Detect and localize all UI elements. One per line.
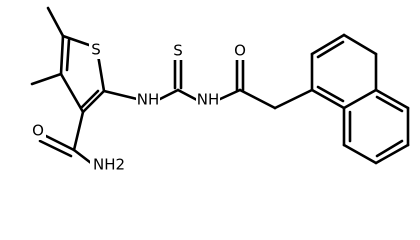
atom-label: S (173, 42, 183, 60)
methyl-groups (30, 6, 65, 86)
bond (316, 85, 345, 103)
atom-amide-nh2: NH2 (90, 156, 128, 174)
label-background (233, 42, 248, 60)
bond (375, 95, 404, 113)
bond (96, 53, 106, 93)
label-background (196, 91, 220, 109)
bond (72, 110, 85, 152)
atom-label: O (32, 122, 44, 140)
bond (81, 89, 106, 114)
bond (342, 33, 378, 56)
atom-nh-right: NH (196, 91, 220, 109)
bond (176, 88, 199, 102)
label-background (171, 42, 185, 60)
atom-label: NH2 (93, 156, 125, 174)
bond (374, 88, 410, 110)
bond (42, 133, 76, 152)
bond (46, 6, 65, 38)
label-background (89, 41, 103, 59)
bond (310, 33, 346, 56)
acetyl-linker (216, 58, 314, 110)
atom-oxygen-amide: O (31, 122, 46, 140)
bond (375, 139, 404, 158)
bond (273, 88, 314, 110)
bond (59, 34, 65, 76)
bond (342, 88, 378, 110)
atom-labels: S NH S NH O O NH2 (31, 41, 248, 174)
label-background (31, 122, 46, 140)
bond (80, 89, 100, 109)
bond (30, 72, 63, 86)
bond (65, 38, 71, 72)
bond (61, 34, 91, 47)
chemical-structure: S NH S NH O O NH2 (30, 6, 410, 174)
bond (374, 143, 410, 165)
bond (238, 88, 277, 110)
atom-nh-left: NH (136, 91, 160, 109)
bond (310, 88, 346, 110)
atom-label: NH (197, 91, 220, 109)
bond (102, 89, 139, 101)
atom-sulfur-ring: S (89, 41, 103, 59)
bond (59, 72, 85, 114)
naphthalene-ring-system (310, 33, 410, 165)
bond (216, 88, 242, 102)
label-background (136, 91, 160, 109)
bond (38, 139, 73, 158)
atom-label: S (91, 41, 101, 59)
bond (342, 143, 378, 165)
label-background (90, 156, 128, 174)
thiourea-linker (102, 58, 199, 102)
atom-label: O (234, 42, 246, 60)
atom-sulfur-thiocarbonyl: S (171, 42, 185, 60)
bond (316, 40, 345, 59)
atom-label: NH (137, 91, 160, 109)
thiophene-ring (59, 34, 106, 114)
carboxamide-group (38, 110, 93, 165)
atom-oxygen-acyl: O (233, 42, 248, 60)
bond (156, 88, 180, 102)
bond (72, 148, 93, 165)
